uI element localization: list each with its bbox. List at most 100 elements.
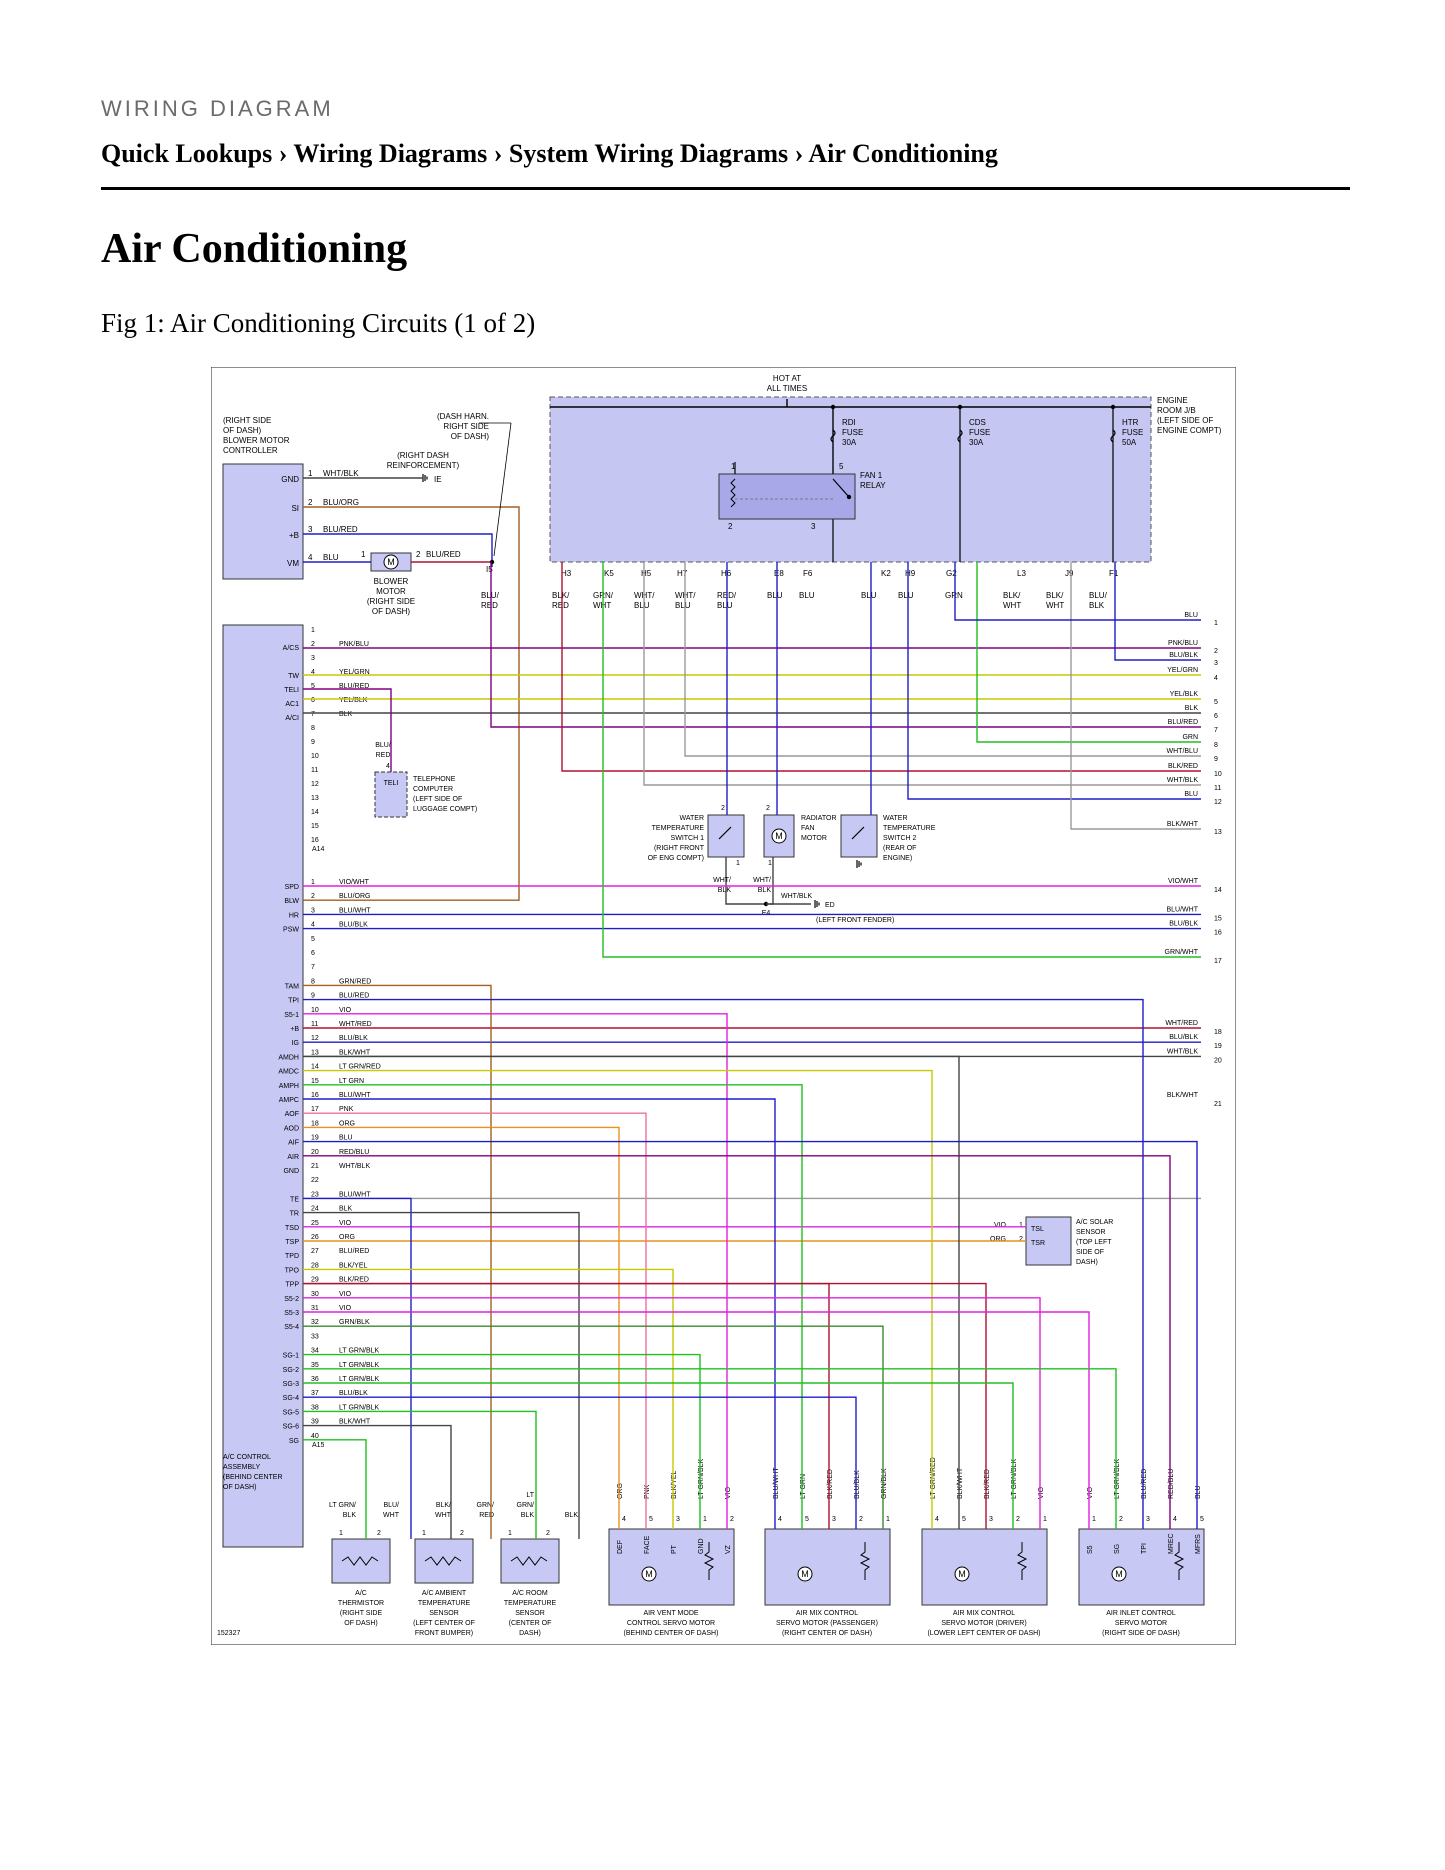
relay-pin: 2	[728, 522, 733, 531]
right-wire-num: 6	[1214, 713, 1218, 720]
servo-pin: 2	[1016, 1516, 1020, 1523]
right-wire-num: 18	[1214, 1029, 1222, 1036]
servo-pin-name: DEF	[617, 1540, 624, 1554]
sensor-wire: LT GRN/	[329, 1502, 356, 1509]
servo-motor-4	[1078, 1528, 1205, 1606]
right-wire-label: BLU	[1184, 791, 1198, 798]
wire-wht-blk	[643, 562, 1201, 786]
servo-label: (BEHIND CENTER OF DASH)	[624, 1630, 719, 1637]
a14-pin-name: TW	[288, 673, 299, 680]
right-wire-label: BLU/RED	[1168, 719, 1198, 726]
blower-pin-wire: WHT/BLK	[323, 469, 359, 478]
relay-coil-icon	[730, 478, 736, 508]
right-wire-label: WHT/RED	[1165, 1020, 1198, 1027]
servo-pin-name: TPI	[1141, 1543, 1148, 1554]
sensor-label: OF DASH)	[344, 1620, 377, 1627]
wts1-label: WATER	[680, 815, 705, 822]
a15-pin-wire: LT GRN/BLK	[339, 1376, 380, 1383]
servo-label: CONTROL SERVO MOTOR	[627, 1620, 715, 1627]
jb-wire-label: BLU	[898, 591, 914, 600]
wire-servo	[303, 1311, 1090, 1529]
servo-pin: 5	[1200, 1516, 1204, 1523]
servo-motor-icon	[797, 1566, 813, 1582]
servo-pin: 3	[832, 1516, 836, 1523]
a15-pin-wire: VIO	[339, 1305, 352, 1312]
wire-blu-blk-3	[1114, 562, 1201, 661]
fan-motor-label: FAN	[801, 825, 815, 832]
servo-motor-icon: M	[801, 1569, 809, 1579]
right-wire-label: YEL/GRN	[1167, 667, 1198, 674]
sensor-pin: 1	[508, 1530, 512, 1537]
a15-pin-num: 3	[311, 907, 315, 914]
wire-servo	[303, 1140, 1198, 1529]
right-wire-label: BLU	[1184, 612, 1198, 619]
jb-connector-label: H5	[641, 569, 652, 578]
right-wire-num: 5	[1214, 699, 1218, 706]
a15-pin-wire: BLU/BLK	[339, 922, 368, 929]
blower-motor-label: OF DASH)	[372, 607, 411, 616]
a14-code: A14	[312, 846, 325, 853]
header-divider	[101, 187, 1350, 190]
engine-jb-label: ROOM J/B	[1157, 406, 1196, 415]
right-wire-label: BLK/WHT	[1167, 821, 1199, 828]
a15-pin-num: 38	[311, 1404, 319, 1411]
solar-label: A/C SOLAR	[1076, 1219, 1113, 1226]
right-wire-label: WHT/BLU	[1167, 748, 1199, 755]
a15-pin-num: 7	[311, 964, 315, 971]
a14-pin-wire: YEL/GRN	[339, 669, 370, 676]
jb-connector-label: H7	[677, 569, 688, 578]
jb-wire-label: BLU/	[481, 591, 500, 600]
servo-motor-2	[764, 1528, 891, 1606]
servo-label: SERVO MOTOR	[1115, 1620, 1167, 1627]
a14-pin-num: 6	[311, 697, 315, 704]
wire-blk-red	[561, 562, 1201, 772]
a15-pin-name: TR	[290, 1211, 299, 1218]
jb-wire-label: BLU	[634, 601, 650, 610]
jb-connector-label: K5	[604, 569, 614, 578]
dash-harn-label: OF DASH)	[451, 432, 490, 441]
a15-pin-num: 32	[311, 1319, 319, 1326]
jb-connector-label: G2	[946, 569, 957, 578]
a15-pin-num: 18	[311, 1120, 319, 1127]
radiator-fan-motor-icon	[771, 828, 787, 844]
a15-pin-num: 9	[311, 993, 315, 1000]
a15-pin-name: AOF	[285, 1111, 299, 1118]
a15-code: A15	[312, 1442, 325, 1449]
servo-pin-name: FACE	[644, 1535, 651, 1554]
relay-contact	[846, 494, 852, 500]
jb-connector-label: F1	[1109, 569, 1119, 578]
servo-wire: RED/BLU	[1168, 1469, 1175, 1499]
jb-connector-label: H9	[905, 569, 916, 578]
a15-pin-wire: ORG	[339, 1120, 355, 1127]
thermistor-icon	[341, 1556, 379, 1566]
wire-servo	[303, 1297, 1041, 1529]
sensor-label: TEMPERATURE	[418, 1600, 471, 1607]
wts1-label: OF ENG COMPT)	[648, 855, 704, 862]
jb-wire-label: BLU	[799, 591, 815, 600]
jb-wire-label: RED	[481, 601, 498, 610]
a15-pin-wire: GRN/BLK	[339, 1319, 370, 1326]
blower-pin-name: SI	[291, 504, 299, 513]
sensor-label: SENSOR	[429, 1610, 459, 1617]
ac-control-assembly	[222, 624, 304, 1548]
right-wire-label: BLU/BLK	[1169, 652, 1198, 659]
right-wire-num: 7	[1214, 727, 1218, 734]
a15-pin-num: 30	[311, 1291, 319, 1298]
ac-control-label: OF DASH)	[223, 1484, 256, 1491]
solar-label: SENSOR	[1076, 1229, 1106, 1236]
right-wire-num: 21	[1214, 1101, 1222, 1108]
a15-pin-wire: BLU/RED	[339, 1248, 369, 1255]
a15-pin-name: +B	[290, 1026, 299, 1033]
a15-pin-wire: BLK/WHT	[339, 1049, 371, 1056]
a14-pin-num: 10	[311, 753, 319, 760]
jb-wire-label: BLU	[861, 591, 877, 600]
a15-pin-num: 5	[311, 936, 315, 943]
breadcrumb[interactable]: Quick Lookups › Wiring Diagrams › System…	[101, 139, 998, 168]
jb-connector-label: J9	[1065, 569, 1074, 578]
a15-pin-num: 6	[311, 950, 315, 957]
a15-pin-num: 16	[311, 1092, 319, 1099]
servo-pin: 5	[805, 1516, 809, 1523]
a15-pin-num: 19	[311, 1135, 319, 1142]
a15-pin-wire: VIO	[339, 1007, 352, 1014]
